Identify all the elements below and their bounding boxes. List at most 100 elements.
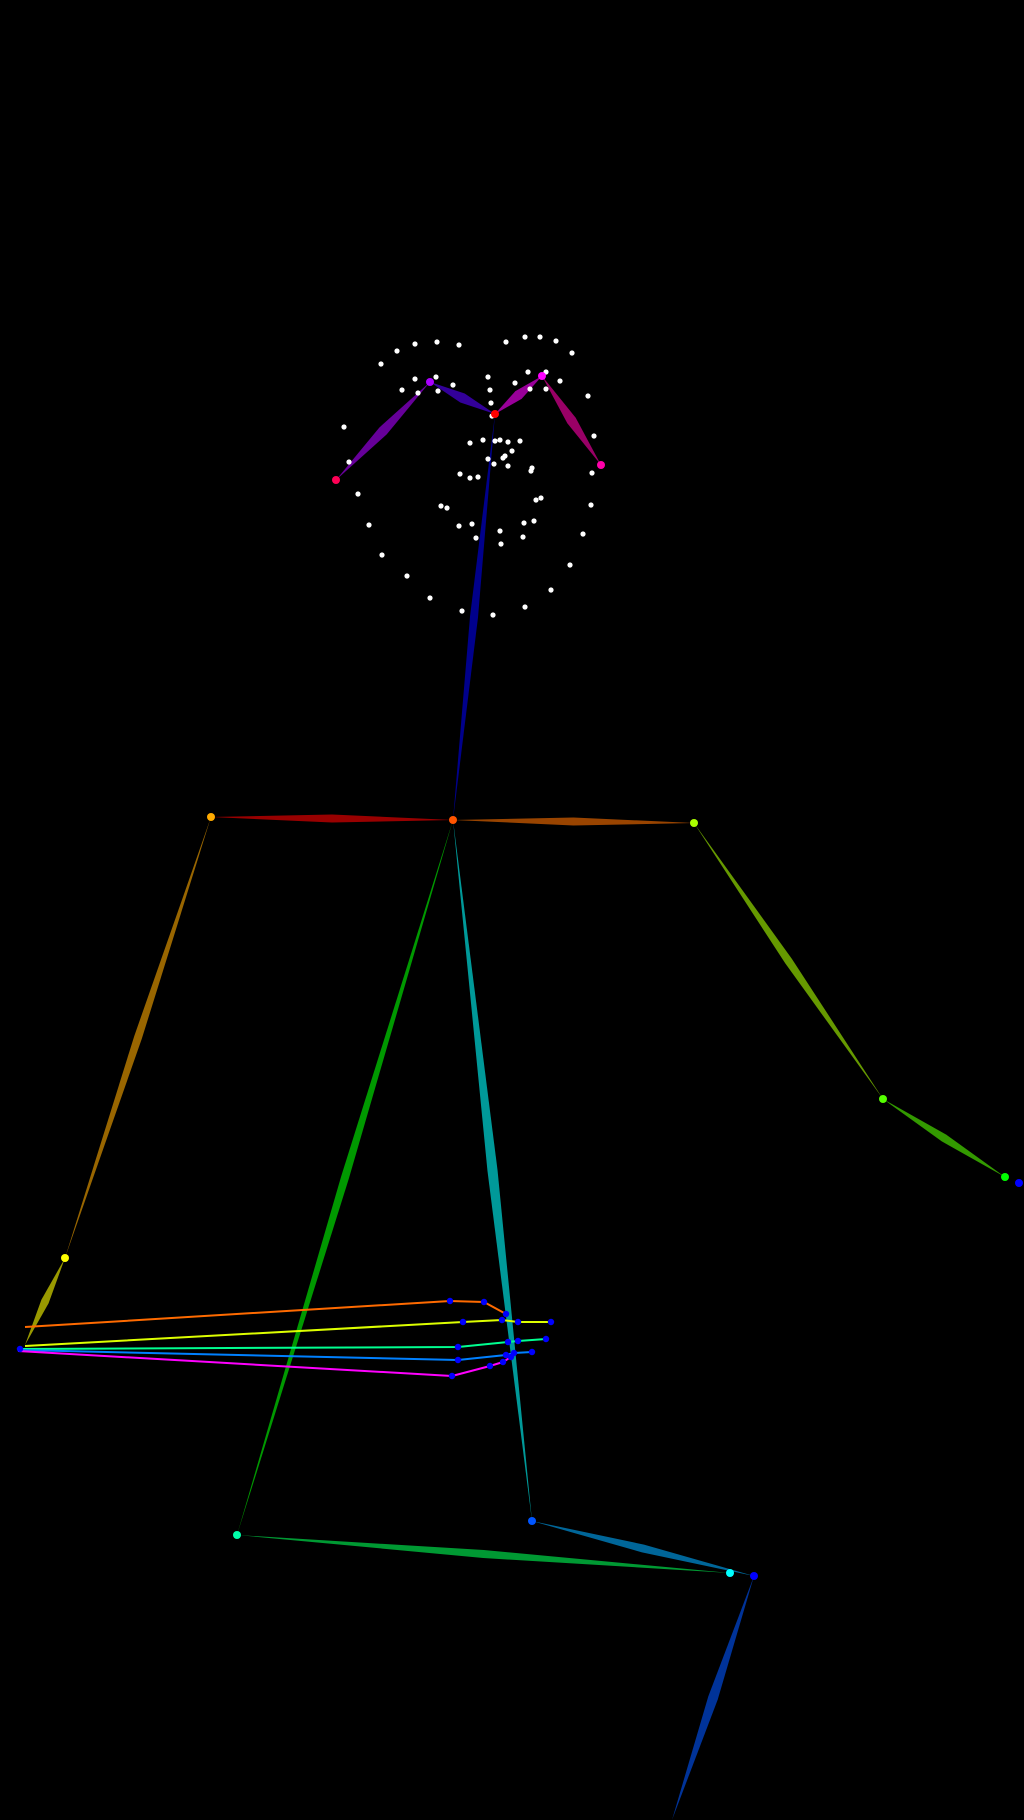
face-landmark-point <box>509 448 515 454</box>
face-landmark-point <box>341 424 347 430</box>
face-landmark-point <box>438 503 444 509</box>
hand-pinky-joint <box>507 1353 515 1361</box>
hand-middle-joint <box>454 1343 462 1351</box>
bone-shoulder-left <box>453 817 694 826</box>
face-landmark-point <box>512 380 518 386</box>
face-landmark-point <box>527 386 533 392</box>
joint-wrist-left <box>1001 1173 1009 1181</box>
face-landmark-point <box>435 388 441 394</box>
face-landmark-point <box>585 393 591 399</box>
bone-neck <box>453 414 495 820</box>
face-landmark-point <box>591 433 597 439</box>
face-landmark-point <box>569 350 575 356</box>
face-landmark-point <box>505 439 511 445</box>
face-landmark-point <box>378 361 384 367</box>
hand-skeleton <box>16 1297 555 1380</box>
hand-ring-joint <box>454 1356 462 1364</box>
face-landmark-point <box>379 552 385 558</box>
face-landmark-point <box>434 339 440 345</box>
face-landmark-point <box>520 534 526 540</box>
hand-pinky-joint <box>486 1362 494 1370</box>
bone-forearm-left <box>883 1099 1005 1177</box>
bone-face-right-upper <box>495 376 542 414</box>
face-landmark-point <box>589 470 595 476</box>
joint-hip-right <box>233 1531 241 1539</box>
bone-face-left-lower <box>336 382 430 480</box>
face-landmark-point <box>567 562 573 568</box>
joint-ear-right <box>332 476 340 484</box>
face-landmark-point <box>525 369 531 375</box>
face-landmark-point <box>503 339 509 345</box>
face-landmark-point <box>588 502 594 508</box>
face-landmark-point <box>521 520 527 526</box>
joint-knee-right <box>726 1569 734 1577</box>
face-landmark-point <box>543 386 549 392</box>
bone-face-right-lower <box>542 376 601 465</box>
joint-elbow-left <box>879 1095 887 1103</box>
face-landmark-point <box>487 387 493 393</box>
face-landmark-point <box>498 541 504 547</box>
face-landmark-point <box>497 437 503 443</box>
face-landmark-point <box>505 463 511 469</box>
face-landmark-point <box>457 471 463 477</box>
face-landmark-point <box>557 378 563 384</box>
hand-index-joint <box>514 1318 522 1326</box>
face-landmark-point <box>485 456 491 462</box>
face-landmark-point <box>427 595 433 601</box>
hand-middle-joint <box>514 1337 522 1345</box>
hand-thumb-joint <box>480 1298 488 1306</box>
bone-face-left-upper <box>430 382 495 414</box>
face-landmark-point <box>522 334 528 340</box>
face-landmark-point <box>404 573 410 579</box>
joint-ear-left <box>597 461 605 469</box>
face-landmark-point <box>399 387 405 393</box>
face-landmark-point <box>491 461 497 467</box>
face-landmark-point <box>522 604 528 610</box>
face-landmark-point <box>467 475 473 481</box>
joint-shoulder-right <box>207 813 215 821</box>
hand-ring-joint <box>528 1348 536 1356</box>
hand-middle-joint <box>542 1335 550 1343</box>
face-landmark-point <box>366 522 372 528</box>
skeleton-joints <box>61 372 1023 1580</box>
face-landmark-point <box>533 497 539 503</box>
face-landmark-point <box>480 437 486 443</box>
face-landmark-point <box>553 338 559 344</box>
face-landmark-point <box>488 400 494 406</box>
joint-knee-left <box>750 1572 758 1580</box>
joint-elbow-right <box>61 1254 69 1262</box>
face-landmark-point <box>548 587 554 593</box>
face-landmark-point <box>355 491 361 497</box>
face-landmark-point <box>415 390 421 396</box>
face-landmark-point <box>517 438 523 444</box>
face-landmark-point <box>433 374 439 380</box>
face-landmark-point <box>394 348 400 354</box>
joint-neck <box>449 816 457 824</box>
joint-shoulder-left <box>690 819 698 827</box>
bone-forearm-right <box>25 1258 65 1345</box>
hand-thumb-joint <box>446 1297 454 1305</box>
hand-thumb-joint <box>502 1310 510 1318</box>
face-landmark-point <box>485 374 491 380</box>
hand-pinky-joint <box>448 1372 456 1380</box>
face-landmark-point <box>412 376 418 382</box>
hand-index-joint <box>459 1318 467 1326</box>
joint-eye-right <box>426 378 434 386</box>
joint-eye-left <box>538 372 546 380</box>
face-landmark-point <box>346 459 352 465</box>
hand-ring-joint <box>502 1351 510 1359</box>
face-landmark-point <box>537 334 543 340</box>
face-landmark-point <box>531 518 537 524</box>
face-landmark-point <box>473 535 479 541</box>
face-landmark-point <box>475 474 481 480</box>
bone-torso-left <box>453 820 532 1521</box>
hand-index-joint <box>498 1316 506 1324</box>
bone-upper-arm-right <box>65 817 211 1258</box>
bone-thigh-right <box>237 1535 730 1573</box>
face-landmark-point <box>538 495 544 501</box>
bone-thigh-left <box>532 1521 754 1576</box>
face-landmarks <box>341 334 597 618</box>
joint-hip-left <box>528 1517 536 1525</box>
hand-thumb <box>24 1300 507 1328</box>
